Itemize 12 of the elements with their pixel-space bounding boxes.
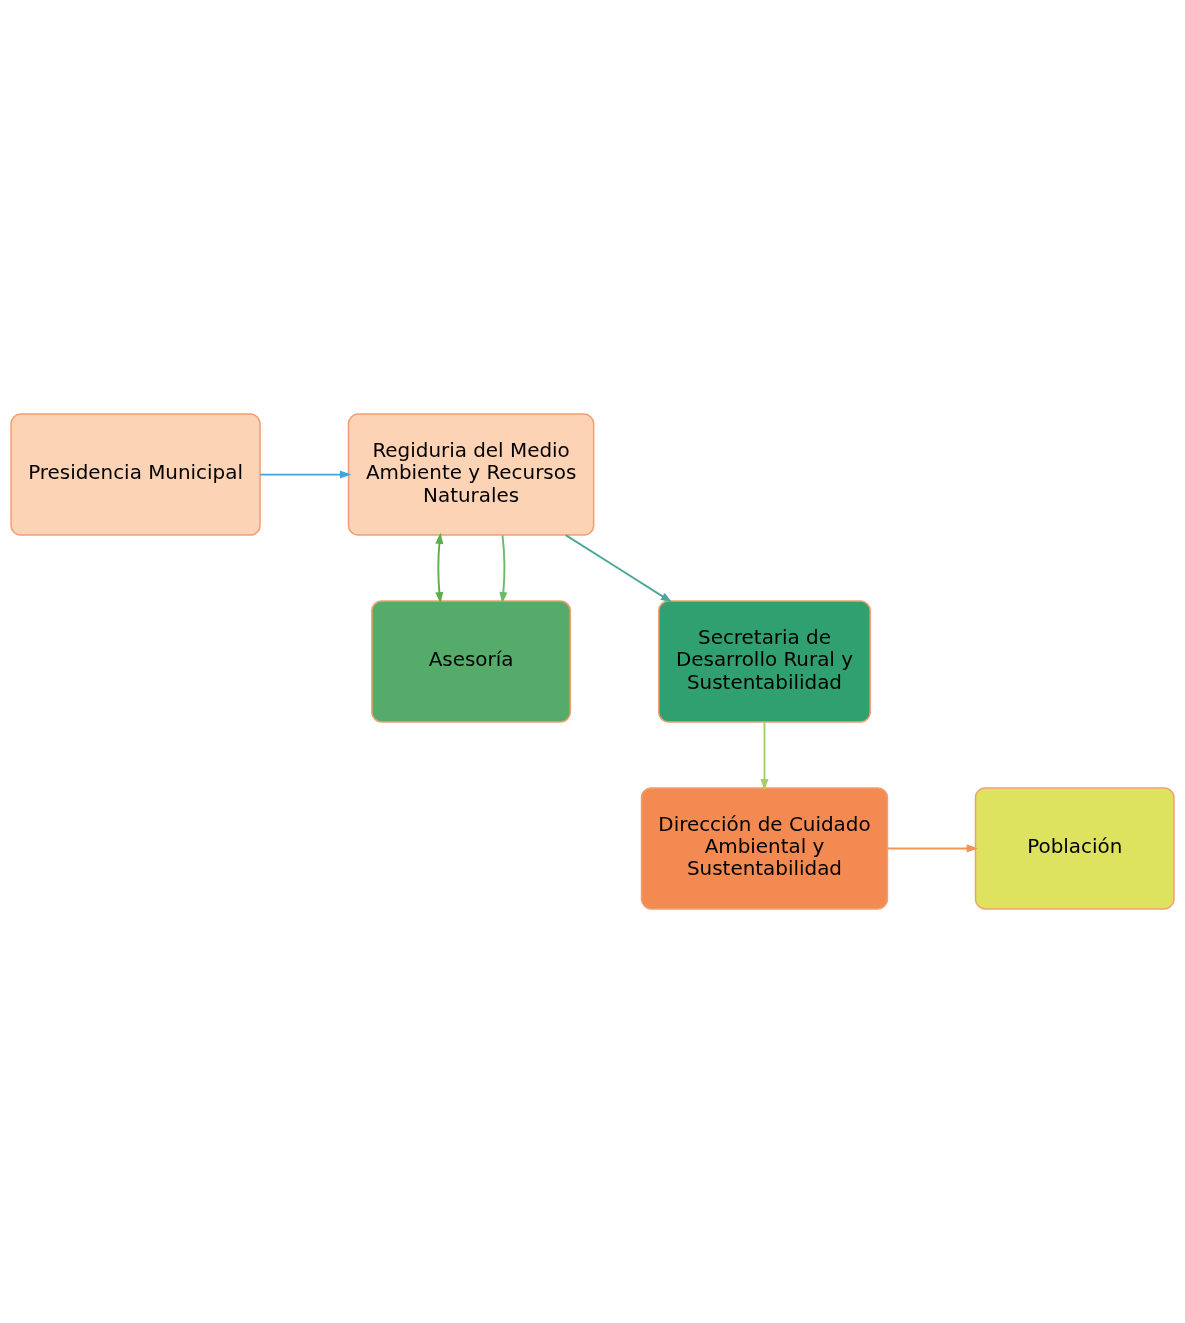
- arrow: [886, 844, 979, 853]
- node-box: Dirección de Cuidado Ambiental y Sustentabilidad: [640, 787, 889, 910]
- arrow: [499, 534, 508, 604]
- node-box: Presidencia Municipal: [10, 413, 261, 536]
- arrow: [435, 532, 444, 604]
- arrow: [760, 721, 769, 791]
- arrow: [259, 470, 352, 479]
- arrow: [564, 534, 673, 603]
- node-box: Asesoría: [371, 600, 572, 723]
- node-box: Regiduria del Medio Ambiente y Recursos Naturales: [347, 413, 595, 536]
- node-box: Población: [974, 787, 1175, 910]
- node-box: Secretaria de Desarrollo Rural y Sustentabilidad: [658, 600, 871, 723]
